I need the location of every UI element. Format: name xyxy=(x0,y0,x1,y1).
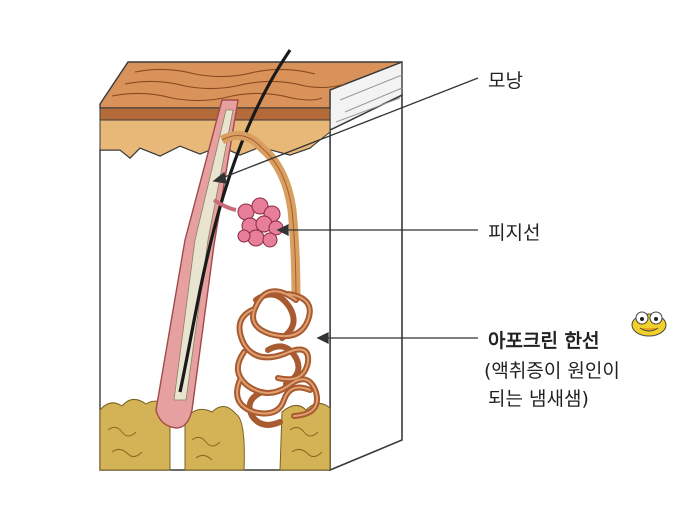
cartoon-duck-icon xyxy=(631,311,667,337)
apocrine-gland-coil-highlight xyxy=(236,290,318,417)
hair-shaft xyxy=(178,49,292,393)
sebaceous-gland xyxy=(212,197,284,248)
label-apocrine-gland-title: 아포크린 한선 xyxy=(488,330,600,352)
leader-lines xyxy=(212,77,479,345)
leader-arrow-sebaceous-gland xyxy=(276,223,289,237)
fat-layer xyxy=(99,399,331,471)
label-apocrine-gland-note-line2: 되는 냄새샘) xyxy=(488,388,589,410)
apocrine-duct xyxy=(219,131,301,301)
skin-block-side-face xyxy=(329,60,403,472)
leader-line-hair-follicle xyxy=(221,77,479,179)
label-sebaceous-gland: 피지선 xyxy=(488,222,541,244)
label-hair-follicle: 모낭 xyxy=(488,70,523,92)
leader-arrow-apocrine-gland xyxy=(316,331,329,345)
leader-arrow-hair-follicle xyxy=(212,171,227,184)
label-apocrine-gland-note-line1: (액취증이 원인이 xyxy=(484,360,620,382)
